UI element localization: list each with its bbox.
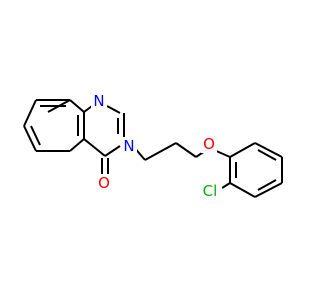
nitrogen-atom-label: N bbox=[93, 92, 104, 110]
nitrogen-atom-label: N bbox=[123, 137, 134, 155]
bond bbox=[83, 138, 106, 157]
atom-bg bbox=[96, 174, 112, 192]
bond bbox=[144, 142, 177, 161]
bond bbox=[23, 99, 37, 127]
atom-bg bbox=[121, 137, 137, 155]
bond-double-inner bbox=[30, 125, 41, 146]
molecule-drawing: N N O O Cl bbox=[23, 92, 283, 200]
bond bbox=[229, 182, 256, 198]
bond bbox=[104, 145, 121, 157]
atom-bg bbox=[91, 92, 107, 110]
bond bbox=[23, 125, 37, 152]
atom-labels: N N O O Cl bbox=[91, 92, 222, 200]
bond bbox=[254, 182, 283, 198]
bond bbox=[175, 142, 197, 158]
bond bbox=[221, 182, 231, 189]
bond bbox=[254, 142, 283, 158]
bond bbox=[229, 142, 256, 158]
bond bbox=[69, 99, 85, 113]
bond-double-inner bbox=[257, 179, 277, 191]
bond-double-inner bbox=[257, 149, 277, 161]
benzo-ring bbox=[23, 99, 85, 152]
oxygen-atom-label: O bbox=[98, 174, 110, 192]
chlorophenyl-ring bbox=[213, 142, 283, 198]
propyl-chain bbox=[132, 142, 209, 161]
structure-canvas: N N O O Cl bbox=[23, 92, 283, 200]
ether-oxygen-atom-label: O bbox=[203, 135, 215, 153]
atom-bg bbox=[201, 135, 217, 153]
chlorine-atom-label: Cl bbox=[203, 182, 218, 200]
pyrimidinone-ring bbox=[83, 105, 125, 174]
bond bbox=[83, 105, 93, 113]
bond bbox=[69, 138, 85, 152]
bond bbox=[106, 105, 121, 114]
atom-bg bbox=[198, 182, 222, 200]
